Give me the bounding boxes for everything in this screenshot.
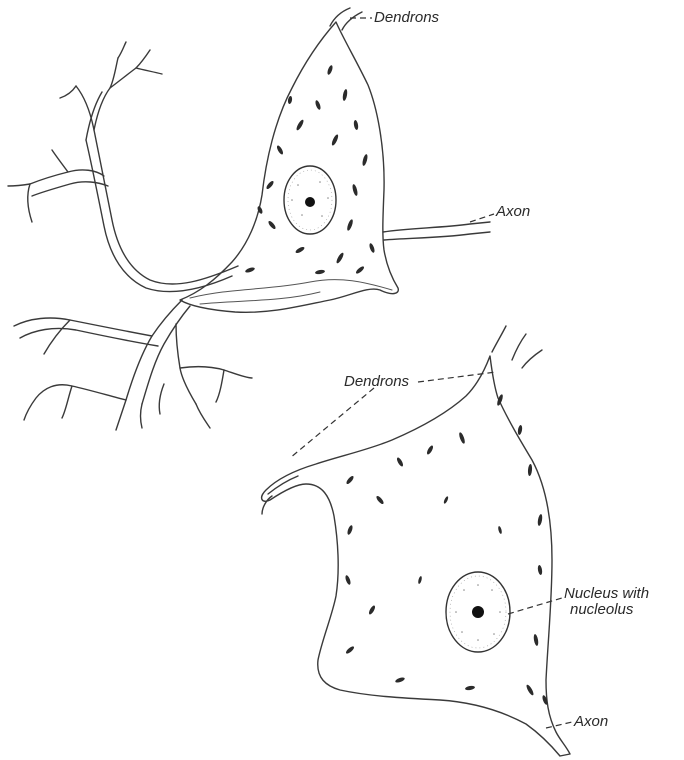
- upper-cell-body: [180, 22, 398, 312]
- upper-dendrons-label: Dendrons: [374, 9, 440, 26]
- lower-nucleolus: [472, 606, 484, 618]
- upper-axon-leader: [470, 214, 494, 222]
- upper-neuron: [8, 8, 490, 430]
- lower-cell-body: [262, 356, 570, 756]
- upper-axon: [383, 222, 490, 232]
- labels: Dendrons Axon Dendrons Nucleus with nucl…: [290, 9, 649, 730]
- nucleus-leader: [508, 598, 562, 614]
- nucleus-label-line2: nucleolus: [570, 601, 634, 618]
- lower-neuron: [262, 326, 570, 756]
- lower-dendrons-leader-right: [418, 372, 496, 382]
- lower-axon-leader: [546, 722, 572, 728]
- upper-nucleolus: [305, 197, 315, 207]
- upper-left-dendrites: [8, 42, 238, 292]
- nucleus-label-line1: Nucleus with: [564, 585, 649, 602]
- lower-dendrons-leader-left: [290, 388, 374, 458]
- lower-dendrons-label: Dendrons: [344, 373, 410, 390]
- upper-axon-label: Axon: [495, 203, 530, 220]
- lower-axon-label: Axon: [573, 713, 608, 730]
- upper-lower-dendrites: [14, 300, 252, 430]
